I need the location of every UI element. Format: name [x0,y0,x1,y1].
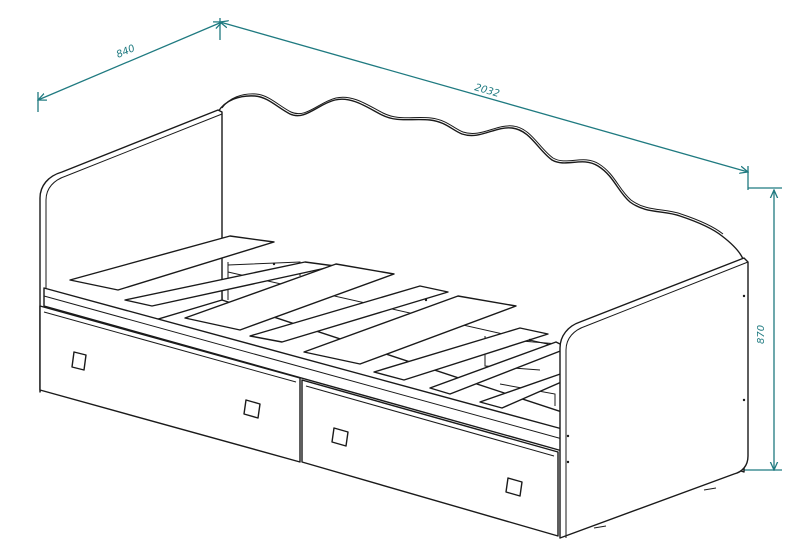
drawer-right [301,379,559,537]
drawer-handle-icon [243,399,261,419]
dimension-depth: 840 [38,18,222,112]
slat-6 [373,327,549,381]
length-dimension-line [220,22,748,172]
fixing-dot [424,298,428,302]
slat-5 [303,295,517,365]
right-footboard-front-face [559,257,749,539]
drawer-handle-icon [71,351,87,371]
drawer-handle-icon [505,477,523,497]
foot-detail [703,487,717,491]
drawer-handle-icon [331,427,349,447]
right-footboard-panel [559,257,749,539]
backrest-top-edge-highlight [221,93,724,235]
fixing-dot [528,338,532,342]
depth-dimension-label: 840 [115,43,137,61]
drawer-right-top-edge [305,385,555,457]
slat-1 [69,235,275,291]
fixing-dot [566,434,570,438]
fixing-dot [742,398,746,402]
drawer-left-front [39,305,301,463]
bed-frame-interior [69,235,569,409]
drawer-right-front [301,379,559,537]
foot-detail [593,525,607,529]
drawer-left-top-edge [43,311,297,383]
drawer-left [39,305,301,463]
fixing-dot [566,460,570,464]
dimension-length: 2032 [220,22,748,190]
right-footboard-edge [565,261,749,538]
dimension-height: 870 [744,187,782,470]
depth-dimension-line [38,22,222,100]
height-dimension-label: 870 [756,325,767,344]
left-headboard-edge [45,113,223,392]
slat-3 [184,263,395,331]
fixing-dot [742,294,746,298]
slat-4 [249,285,449,343]
inner-box-right-lower [499,383,556,406]
front-rail-edge-line [43,295,567,441]
fixing-dot [272,262,276,266]
